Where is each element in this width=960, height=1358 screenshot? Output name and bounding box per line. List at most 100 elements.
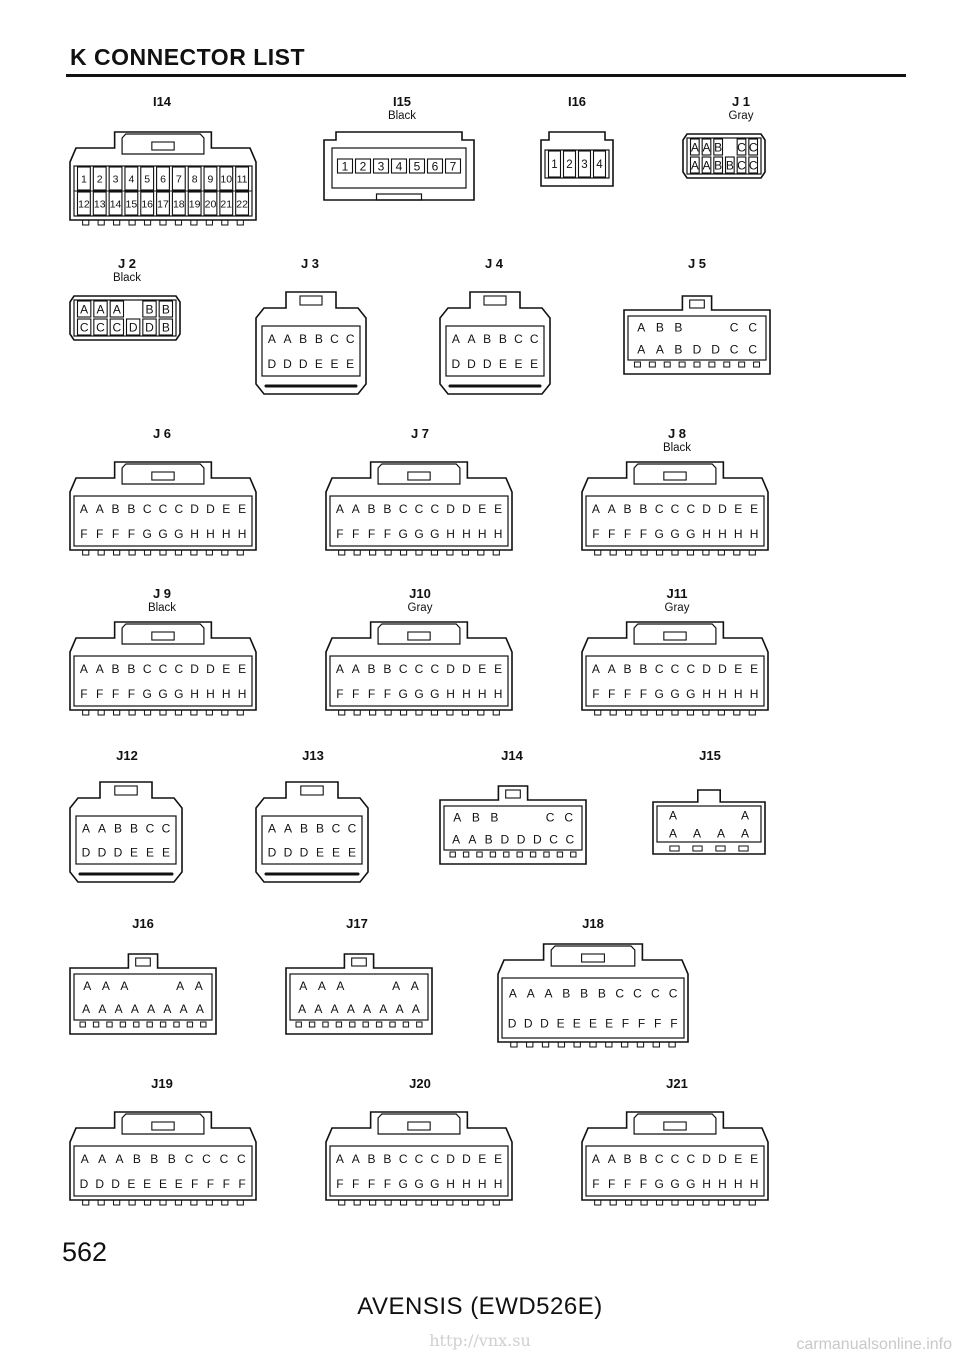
pin-label: D	[284, 845, 293, 859]
terminal-slot	[335, 1021, 343, 1028]
pin-field	[261, 815, 363, 865]
pin-label: G	[670, 687, 679, 701]
terminal-slot	[399, 549, 408, 556]
pin-label: C	[655, 662, 664, 676]
pin-label: G	[158, 527, 167, 541]
pin-field	[544, 149, 610, 179]
pin-label: A	[96, 302, 104, 316]
terminal-slot	[79, 1021, 86, 1028]
terminal-slot	[733, 549, 741, 556]
terminal-slot	[640, 549, 648, 556]
pin-label: G	[670, 1177, 679, 1191]
pin-label: A	[96, 662, 104, 676]
pin-label: A	[392, 979, 400, 993]
pin-box	[156, 191, 170, 216]
pin-label: 4	[128, 173, 134, 185]
terminal-slot	[174, 549, 183, 556]
terminal-slot	[678, 361, 686, 368]
pin-label: F	[128, 687, 135, 701]
terminal-slot	[82, 549, 90, 556]
terminal-slot	[669, 845, 680, 852]
latch-tab	[151, 631, 175, 641]
terminal-slot	[671, 549, 679, 556]
pin-label: A	[120, 979, 128, 993]
terminal-slot	[663, 361, 671, 368]
pin-field	[73, 299, 177, 337]
terminal-slot	[128, 709, 136, 716]
pin-label: G	[399, 527, 408, 541]
pin-label: B	[368, 1152, 376, 1166]
pin-label: E	[238, 502, 246, 516]
pin-label: F	[640, 687, 647, 701]
latch-tab	[151, 1121, 175, 1131]
pin-label: 19	[189, 198, 201, 210]
terminal-slot	[693, 361, 701, 368]
pin-field	[686, 137, 762, 175]
pin-label: F	[238, 1177, 245, 1191]
pin-label: B	[383, 502, 391, 516]
terminal-slot	[477, 549, 485, 556]
pin-label: F	[336, 527, 343, 541]
latch	[377, 1113, 461, 1135]
terminal-slot	[446, 709, 454, 716]
pin-label: D	[462, 662, 471, 676]
pin-box	[93, 318, 108, 336]
pin-label: 18	[173, 198, 185, 210]
pin-label: 3	[581, 159, 587, 171]
pin-box	[701, 156, 712, 174]
pin-label: C	[686, 502, 695, 516]
pin-box	[336, 158, 354, 174]
pin-label: C	[162, 821, 171, 835]
terminal-slot	[609, 1199, 617, 1206]
pin-label: A	[412, 1002, 420, 1016]
pin-label: 8	[192, 173, 198, 185]
pin-label: D	[111, 1177, 120, 1191]
pin-label: 1	[342, 159, 349, 173]
terminal-slot	[415, 549, 423, 556]
terminal-slot	[717, 549, 725, 556]
terminal-slot	[715, 845, 726, 852]
terminal-slot	[174, 1199, 183, 1206]
terminal-slot	[159, 219, 167, 226]
pin-label: 21	[220, 198, 232, 210]
pin-label: E	[130, 845, 138, 859]
terminal-slot	[589, 1041, 597, 1048]
terminal-slot	[461, 549, 469, 556]
pin-label: B	[300, 821, 308, 835]
terminal-slot	[159, 709, 167, 716]
pin-label: G	[686, 687, 695, 701]
pin-label: 5	[414, 159, 421, 173]
pin-label: A	[608, 502, 616, 516]
terminal-slot	[748, 549, 756, 556]
pin-label: E	[159, 1177, 167, 1191]
connector-color-label: Black	[148, 602, 176, 614]
pin-field	[501, 977, 685, 1039]
pin-label: G	[414, 1177, 423, 1191]
connector-id-label: J16	[132, 916, 154, 931]
terminal-slot	[200, 1021, 207, 1028]
pin-label: F	[368, 687, 375, 701]
pin-label: A	[80, 302, 88, 316]
pin-label: H	[446, 687, 455, 701]
terminal-slot	[557, 1041, 566, 1048]
pin-label: A	[131, 1002, 139, 1016]
pin-label: E	[734, 662, 742, 676]
pin-label: A	[147, 1002, 155, 1016]
pin-label: H	[478, 687, 487, 701]
pin-label: G	[414, 527, 423, 541]
connector-id-label: J12	[116, 748, 138, 763]
pin-label: C	[112, 320, 121, 334]
pin-label: D	[508, 1016, 517, 1030]
pin-label: A	[82, 1002, 90, 1016]
latch	[633, 623, 717, 645]
terminal-slot	[97, 549, 105, 556]
connector-id-label: J15	[699, 748, 721, 763]
pin-label: 20	[205, 198, 217, 210]
